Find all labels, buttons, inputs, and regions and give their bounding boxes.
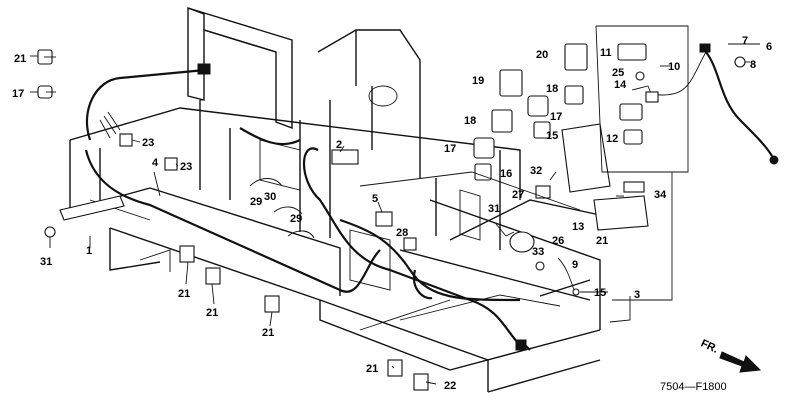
callout-labels: 21 17 23 4 23 1 31 21 21 21 21 22 29 30 …	[12, 35, 772, 392]
callout-15a: 15	[546, 130, 558, 142]
callout-18a: 19	[472, 75, 484, 87]
callout-16b: 17	[444, 143, 456, 155]
callout-25: 21	[14, 53, 26, 65]
callout-5: 5	[372, 193, 378, 205]
callout-17b: 18	[464, 115, 476, 127]
direction-label: FR.	[699, 337, 720, 355]
callout-3: 3	[634, 289, 640, 301]
callout-28: 31	[488, 203, 500, 215]
leader-lines	[44, 43, 760, 385]
callout-30: 30	[264, 191, 276, 203]
callout-29a: 29	[250, 196, 262, 208]
callout-14: 14	[614, 79, 627, 91]
callout-9: 9	[572, 259, 578, 271]
front-direction-arrow: FR.	[699, 337, 762, 373]
callout-31a: 31	[40, 256, 52, 268]
callout-22: 27	[512, 189, 524, 201]
callout-16a: 17	[550, 111, 562, 123]
callout-2: 2	[336, 139, 342, 151]
main-harness	[84, 63, 531, 351]
callout-12: 12	[606, 133, 618, 145]
callout-11: 11	[600, 47, 612, 59]
callout-17a: 18	[546, 83, 558, 95]
callout-23a: 23	[142, 137, 154, 149]
callout-20: 17	[12, 88, 24, 100]
callout-6: 6	[766, 41, 772, 53]
callout-24: 26	[552, 235, 564, 247]
vehicle-frame	[69, 7, 601, 393]
callout-8: 8	[750, 59, 756, 71]
callout-33: 34	[654, 189, 667, 201]
callout-21b: 21	[206, 307, 218, 319]
callout-31c: 15	[594, 287, 606, 299]
callout-1: 1	[86, 245, 92, 257]
callout-4: 4	[152, 157, 159, 169]
callout-21d: 21	[366, 363, 378, 375]
callout-15b: 16	[500, 168, 512, 180]
callout-21a: 21	[178, 288, 190, 300]
callout-7: 7	[742, 35, 748, 47]
relays-and-parts	[30, 25, 779, 391]
callout-21e: 22	[444, 380, 456, 392]
callout-19: 21	[596, 235, 608, 247]
callout-31b: 32	[530, 165, 542, 177]
callout-10: 10	[668, 61, 680, 73]
callout-23b: 23	[180, 161, 192, 173]
callout-27: 28	[396, 227, 408, 239]
callout-18b: 20	[536, 49, 548, 61]
callout-29b: 29	[290, 213, 302, 225]
callout-26: 25	[612, 67, 624, 79]
figure-code: 7504—F1800	[660, 381, 727, 393]
callout-32: 33	[532, 246, 544, 258]
callout-21c: 21	[262, 327, 274, 339]
callout-13: 13	[572, 221, 584, 233]
